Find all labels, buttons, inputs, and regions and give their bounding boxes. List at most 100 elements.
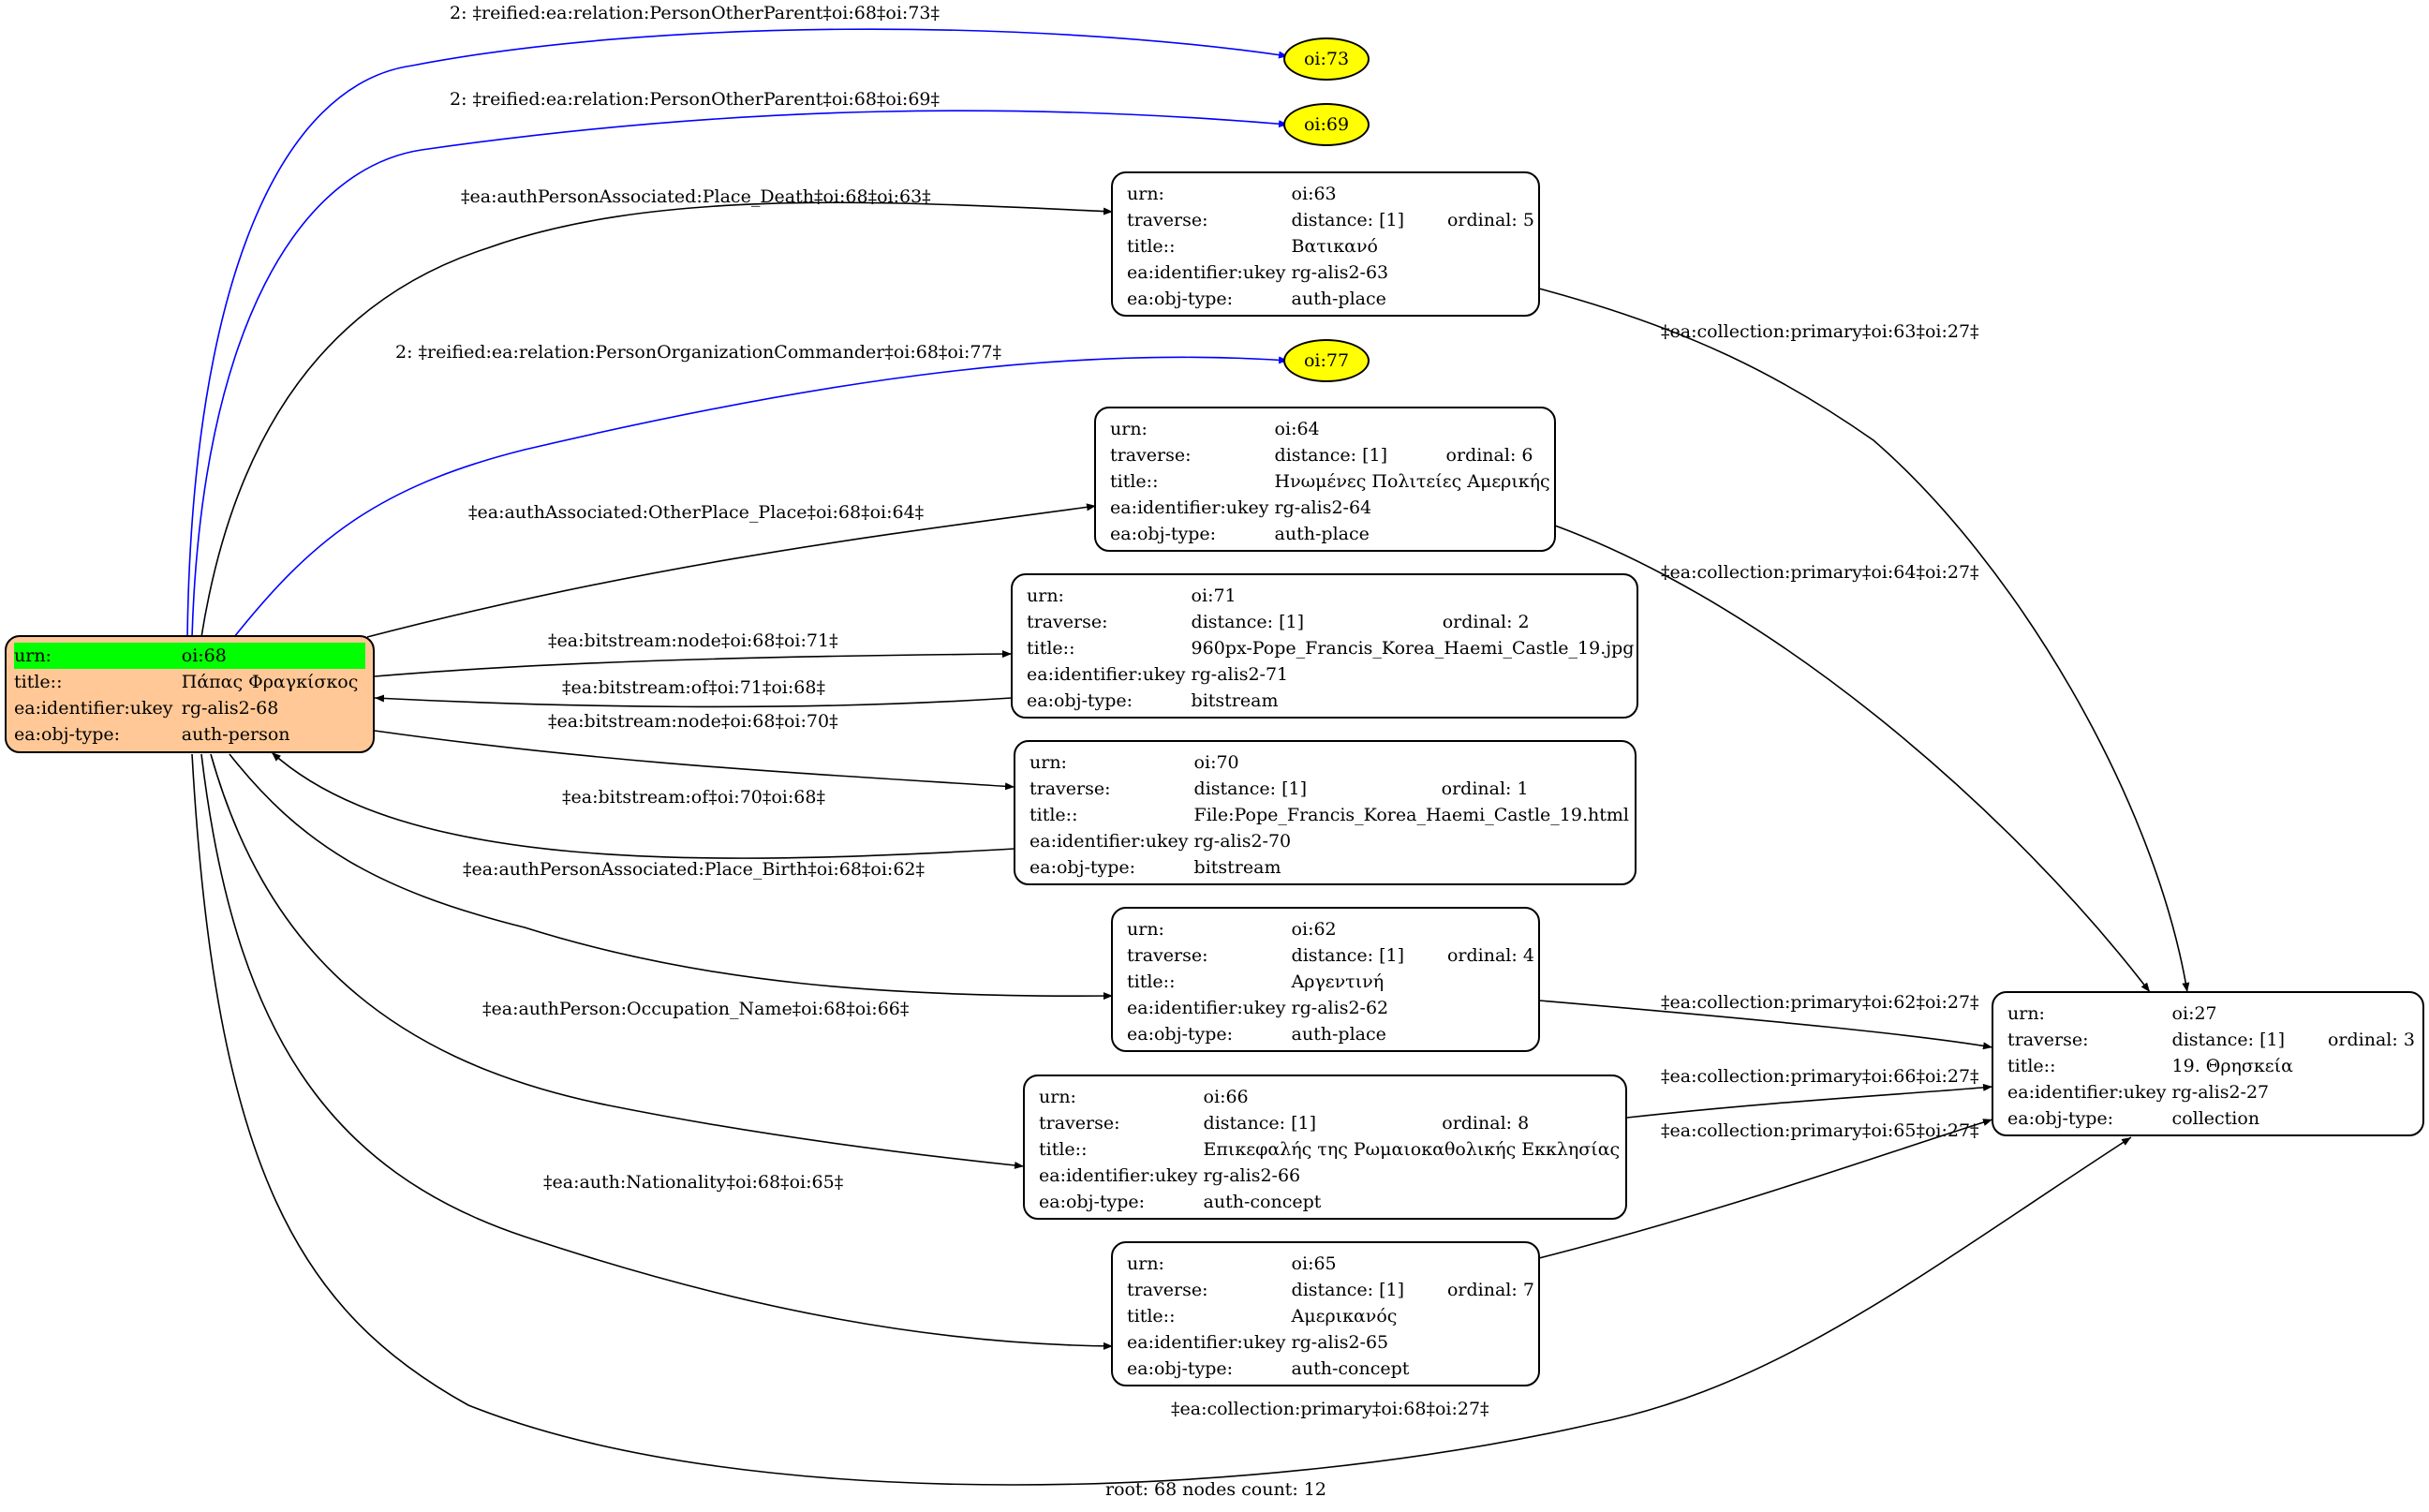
title-row: title::File:Pope_Francis_Korea_Haemi_Cas… — [1029, 802, 1635, 828]
ukey-key: ea:identifier:ukey — [1127, 262, 1286, 283]
objtype-key: ea:obj-type: — [1029, 857, 1136, 878]
objtype-value: collection — [2171, 1108, 2260, 1129]
node-oi69-label: oi:69 — [1303, 114, 1350, 135]
objtype-value: auth-place — [1274, 524, 1370, 544]
edge-to-66 — [210, 753, 1025, 1169]
objtype-value: auth-person — [181, 724, 290, 745]
edge-label-to-64: ‡ea:authAssociated:OtherPlace_Place‡oi:6… — [468, 502, 924, 523]
edge-label-to-71: ‡ea:bitstream:node‡oi:68‡oi:71‡ — [548, 630, 838, 651]
objtype-key: ea:obj-type: — [1039, 1192, 1146, 1212]
objtype-key: ea:obj-type: — [1110, 524, 1217, 544]
edge-from-71 — [374, 694, 1013, 708]
title-row: title::19. Θρησκεία — [2007, 1053, 2421, 1079]
edge-to-73 — [186, 28, 1289, 638]
title-value: File:Pope_Francis_Korea_Haemi_Castle_19.… — [1193, 805, 1629, 825]
edge-label-from-70: ‡ea:bitstream:of‡oi:70‡oi:68‡ — [562, 787, 825, 808]
title-row: title::960px-Pope_Francis_Korea_Haemi_Ca… — [1027, 635, 1639, 661]
record-table: urn: oi:64 traverse:distance: [1]ordinal: … — [1110, 416, 1556, 547]
ordinal-value: ordinal: 1 — [1441, 778, 1529, 799]
objtype-value: auth-concept — [1291, 1358, 1410, 1379]
objtype-key: ea:obj-type: — [1127, 1024, 1234, 1045]
ukey-key: ea:identifier:ukey — [1110, 497, 1269, 518]
urn-value: oi:62 — [1291, 919, 1337, 940]
title-value: Ηνωμένες Πολιτείες Αμερικής — [1274, 471, 1550, 492]
edge-to-64 — [366, 503, 1097, 638]
node-oi77-ellipse[interactable]: oi:77 — [1283, 339, 1370, 382]
node-oi27[interactable]: urn: oi:27 traverse:distance: [1]ordinal: … — [1992, 991, 2424, 1136]
traverse-row: traverse:distance: [1]ordinal: 7 — [1127, 1277, 1540, 1303]
distance-value: distance: [1] — [1291, 945, 1404, 966]
edge-label-62-27: ‡ea:collection:primary‡oi:62‡oi:27‡ — [1661, 992, 1979, 1013]
title-key: title:: — [2007, 1056, 2056, 1076]
ordinal-value: ordinal: 3 — [2327, 1030, 2415, 1050]
edge-64-27 — [1554, 525, 2151, 993]
traverse-row: traverse:distance: [1]ordinal: 3 — [2007, 1027, 2421, 1053]
traverse-row: traverse: distance: [1] ordinal: 5 — [1127, 207, 1540, 233]
root-node-table: urn:oi:68 title::Πάπας Φραγκίσκος ea:ide… — [14, 643, 365, 748]
node-oi64[interactable]: urn: oi:64 traverse:distance: [1]ordinal: … — [1094, 407, 1556, 552]
traverse-key: traverse: — [1127, 210, 1208, 230]
urn-row: urn: oi:64 — [1110, 416, 1556, 442]
objtype-value: bitstream — [1191, 690, 1279, 711]
urn-value: oi:71 — [1191, 586, 1237, 606]
record-table: urn: oi:27 traverse:distance: [1]ordinal: … — [2007, 1001, 2421, 1132]
title-value: Αμερικανός — [1291, 1306, 1398, 1327]
ordinal-value: ordinal: 5 — [1446, 210, 1534, 230]
title-key: title:: — [1039, 1139, 1088, 1160]
root-title-row: title::Πάπας Φραγκίσκος — [14, 669, 365, 695]
record-table: urn:oi:63 traverse: distance: [1] ordinal: … — [1127, 181, 1540, 312]
urn-key: urn: — [1110, 419, 1148, 439]
objtype-key: ea:obj-type: — [14, 724, 121, 745]
ordinal-value: ordinal: 8 — [1442, 1113, 1530, 1134]
edge-from-70 — [271, 751, 1015, 859]
ukey-value: rg-alis2-70 — [1193, 831, 1292, 852]
ukey-key: ea:identifier:ukey — [1127, 1332, 1286, 1353]
graph-footer: root: 68 nodes count: 12 — [1105, 1479, 1326, 1500]
urn-row: urn:oi:71 — [1027, 583, 1639, 609]
distance-value: distance: [1] — [1291, 210, 1404, 230]
edge-to-62 — [229, 753, 1114, 1001]
title-row: title::Βατικανό — [1127, 233, 1540, 259]
node-oi63[interactable]: urn:oi:63 traverse: distance: [1] ordinal: … — [1111, 171, 1540, 317]
root-objtype-row: ea:obj-type: auth-person — [14, 721, 365, 748]
title-key: title:: — [14, 672, 63, 692]
node-oi69-ellipse[interactable]: oi:69 — [1283, 103, 1370, 146]
urn-key: urn: — [1039, 1087, 1076, 1107]
edge-to-71 — [374, 650, 1013, 677]
edge-label-66-27: ‡ea:collection:primary‡oi:66‡oi:27‡ — [1661, 1066, 1979, 1087]
traverse-row: traverse:distance: [1]ordinal: 6 — [1110, 442, 1556, 468]
node-oi73-ellipse[interactable]: oi:73 — [1283, 37, 1370, 81]
urn-value: oi:68 — [178, 643, 365, 669]
title-value: 960px-Pope_Francis_Korea_Haemi_Castle_19… — [1191, 638, 1635, 659]
urn-key: urn: — [2007, 1003, 2045, 1024]
title-key: title:: — [1127, 971, 1176, 992]
urn-row: urn:oi:63 — [1127, 181, 1540, 207]
distance-value: distance: [1] — [1291, 1280, 1404, 1300]
objtype-value: auth-place — [1291, 1024, 1386, 1045]
title-key: title:: — [1029, 805, 1078, 825]
ukey-value: rg-alis2-64 — [1274, 497, 1372, 518]
edge-label-to-73: 2: ‡reified:ea:relation:PersonOtherParen… — [450, 3, 940, 23]
urn-value: oi:27 — [2171, 1003, 2217, 1024]
traverse-key: traverse: — [1027, 612, 1108, 632]
title-value: Βατικανό — [1291, 236, 1378, 257]
root-node-oi68[interactable]: urn:oi:68 title::Πάπας Φραγκίσκος ea:ide… — [5, 635, 375, 753]
edge-66-27 — [1626, 1083, 1993, 1119]
edge-label-from-71: ‡ea:bitstream:of‡oi:71‡oi:68‡ — [562, 677, 825, 698]
urn-value: oi:65 — [1291, 1253, 1337, 1274]
ukey-value: rg-alis2-62 — [1291, 998, 1389, 1018]
urn-value: oi:64 — [1274, 419, 1320, 439]
